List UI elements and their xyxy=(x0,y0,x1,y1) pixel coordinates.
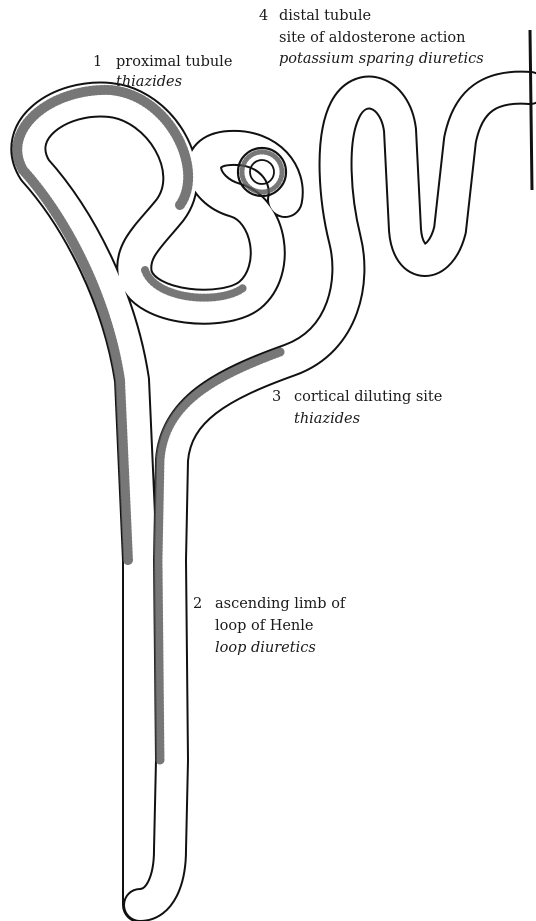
label-2-name-line2: loop of Henle xyxy=(215,618,313,634)
label-1-name: proximal tubule xyxy=(116,54,232,70)
label-1-drug: thiazides xyxy=(116,74,182,90)
label-3-number: 3 xyxy=(272,389,281,405)
label-ascending-limb: 2 ascending limb of loop of Henle loop d… xyxy=(193,596,347,656)
label-4-number: 4 xyxy=(259,8,268,24)
proximal-and-descending-tubule xyxy=(17,90,285,905)
label-3-name: cortical diluting site xyxy=(294,389,442,405)
label-4-site: site of aldosterone action xyxy=(279,30,465,46)
label-3-drug: thiazides xyxy=(294,411,360,427)
label-cortical-diluting-site: 3 cortical diluting site thiazides xyxy=(272,389,442,427)
label-2-number: 2 xyxy=(193,596,202,612)
distal-edge-mark xyxy=(530,30,532,190)
label-2-name-line1: ascending limb of xyxy=(215,596,347,612)
ascending-limb-and-distal-tubule xyxy=(140,88,530,905)
label-1-number: 1 xyxy=(93,54,102,70)
label-4-drug: potassium sparing diuretics xyxy=(279,51,484,67)
label-distal-tubule: 4 distal tubule site of aldosterone acti… xyxy=(259,8,484,67)
label-2-drug: loop diuretics xyxy=(215,640,316,656)
label-4-name: distal tubule xyxy=(279,8,371,24)
